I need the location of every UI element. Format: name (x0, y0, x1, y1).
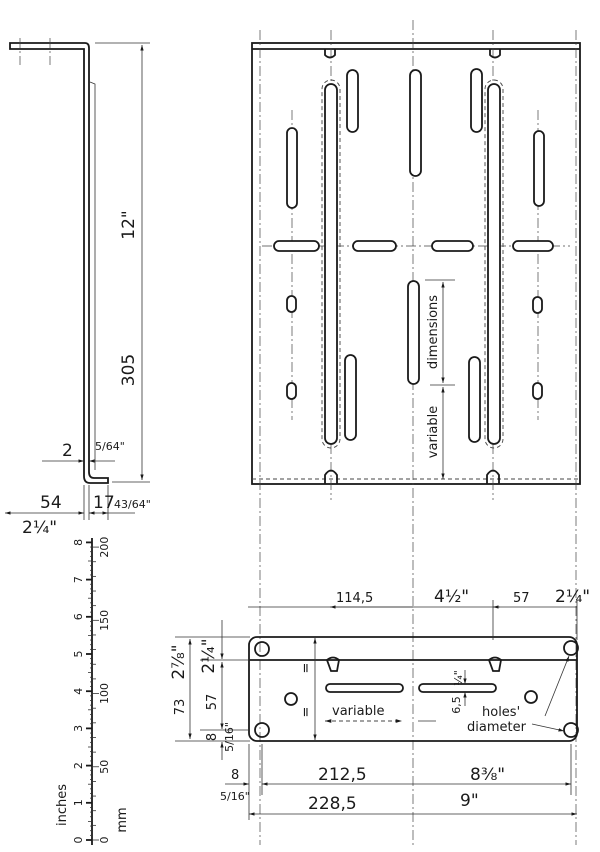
foot-mm-label: 17 (93, 493, 115, 513)
equal-mark-1: = (299, 663, 314, 674)
thickness-in-label: 5/64" (95, 440, 125, 453)
mm-tick-label: 100 (98, 683, 111, 704)
inch-tick-label: 0 (72, 837, 85, 844)
mounting-holes (254, 640, 579, 738)
dim-5-16-left: 5/16" (223, 722, 236, 752)
dim-4-half-in: 4½" (434, 587, 469, 607)
height-mm-label: 305 (119, 354, 139, 386)
slot-quarter-in: ¼" (452, 670, 465, 686)
mm-label: mm (115, 807, 130, 832)
inch-tick-label: 5 (72, 651, 85, 658)
inch-tick-label: 1 (72, 799, 85, 806)
dim-8-3-8-in: 8⅜" (470, 765, 505, 785)
variable-label-front: variable (426, 406, 441, 458)
dim-212-5: 212,5 (318, 765, 367, 785)
dim-228-5: 228,5 (308, 794, 357, 814)
height-in-label: 12" (119, 210, 139, 239)
plate-outline (251, 42, 581, 485)
dimensions-label: dimensions (426, 295, 441, 369)
foot-in-label: 43/64" (114, 498, 151, 511)
mm-tick-label: 0 (98, 837, 111, 844)
diameter-label: diameter (467, 720, 527, 735)
thickness-mm-label: 2 (62, 441, 73, 461)
scale-ruler: inches mm 0 1 2 3 4 5 6 7 8 0 50 100 150 200 (55, 537, 130, 845)
equal-mark-2: = (299, 707, 314, 718)
top-view: 114,5 4½" 57 2¼" 2⅞" 2¼" 57 73 8 5/16" =… (169, 587, 590, 820)
flange-in-label: 2¼" (22, 518, 57, 538)
dim-57-top: 57 (513, 591, 530, 606)
flange-mm-label: 54 (40, 493, 62, 513)
front-view: dimensions variable (251, 20, 581, 845)
mm-tick-label: 150 (98, 610, 111, 631)
inch-tick-label: 4 (72, 688, 85, 695)
inch-tick-label: 3 (72, 725, 85, 732)
inner-plate-profile (89, 81, 96, 470)
dim-2-quarter-top: 2¼" (555, 587, 590, 607)
inch-tick-label: 2 (72, 762, 85, 769)
inch-tick-label: 7 (72, 576, 85, 583)
inch-tick-label: 8 (72, 539, 85, 546)
dim-8-left: 8 (205, 733, 220, 741)
holes-label: holes' (482, 705, 520, 720)
inch-tick-label: 6 (72, 613, 85, 620)
dim-5-16-bottom: 5/16" (220, 790, 250, 803)
slot-width-mm: 6,5 (450, 696, 463, 714)
mm-tick-label: 200 (98, 537, 111, 558)
dim-57-left: 57 (205, 694, 220, 711)
bracket-profile (9, 42, 109, 484)
dim-9-in: 9" (460, 791, 479, 811)
mm-tick-label: 50 (98, 760, 111, 774)
dim-2-7-8-in: 2⅞" (169, 644, 189, 679)
dim-114-5: 114,5 (336, 591, 373, 606)
dim-8-bottom: 8 (231, 768, 239, 783)
dim-73: 73 (173, 699, 188, 716)
side-view: 12" 305 2 5/64" 54 17 43/64" 2¼" (5, 38, 151, 538)
variable-label-top: variable (332, 704, 384, 719)
base-plate-outline (248, 636, 578, 742)
inches-label: inches (55, 784, 70, 826)
dim-2-quarter-left: 2¼" (199, 638, 219, 673)
